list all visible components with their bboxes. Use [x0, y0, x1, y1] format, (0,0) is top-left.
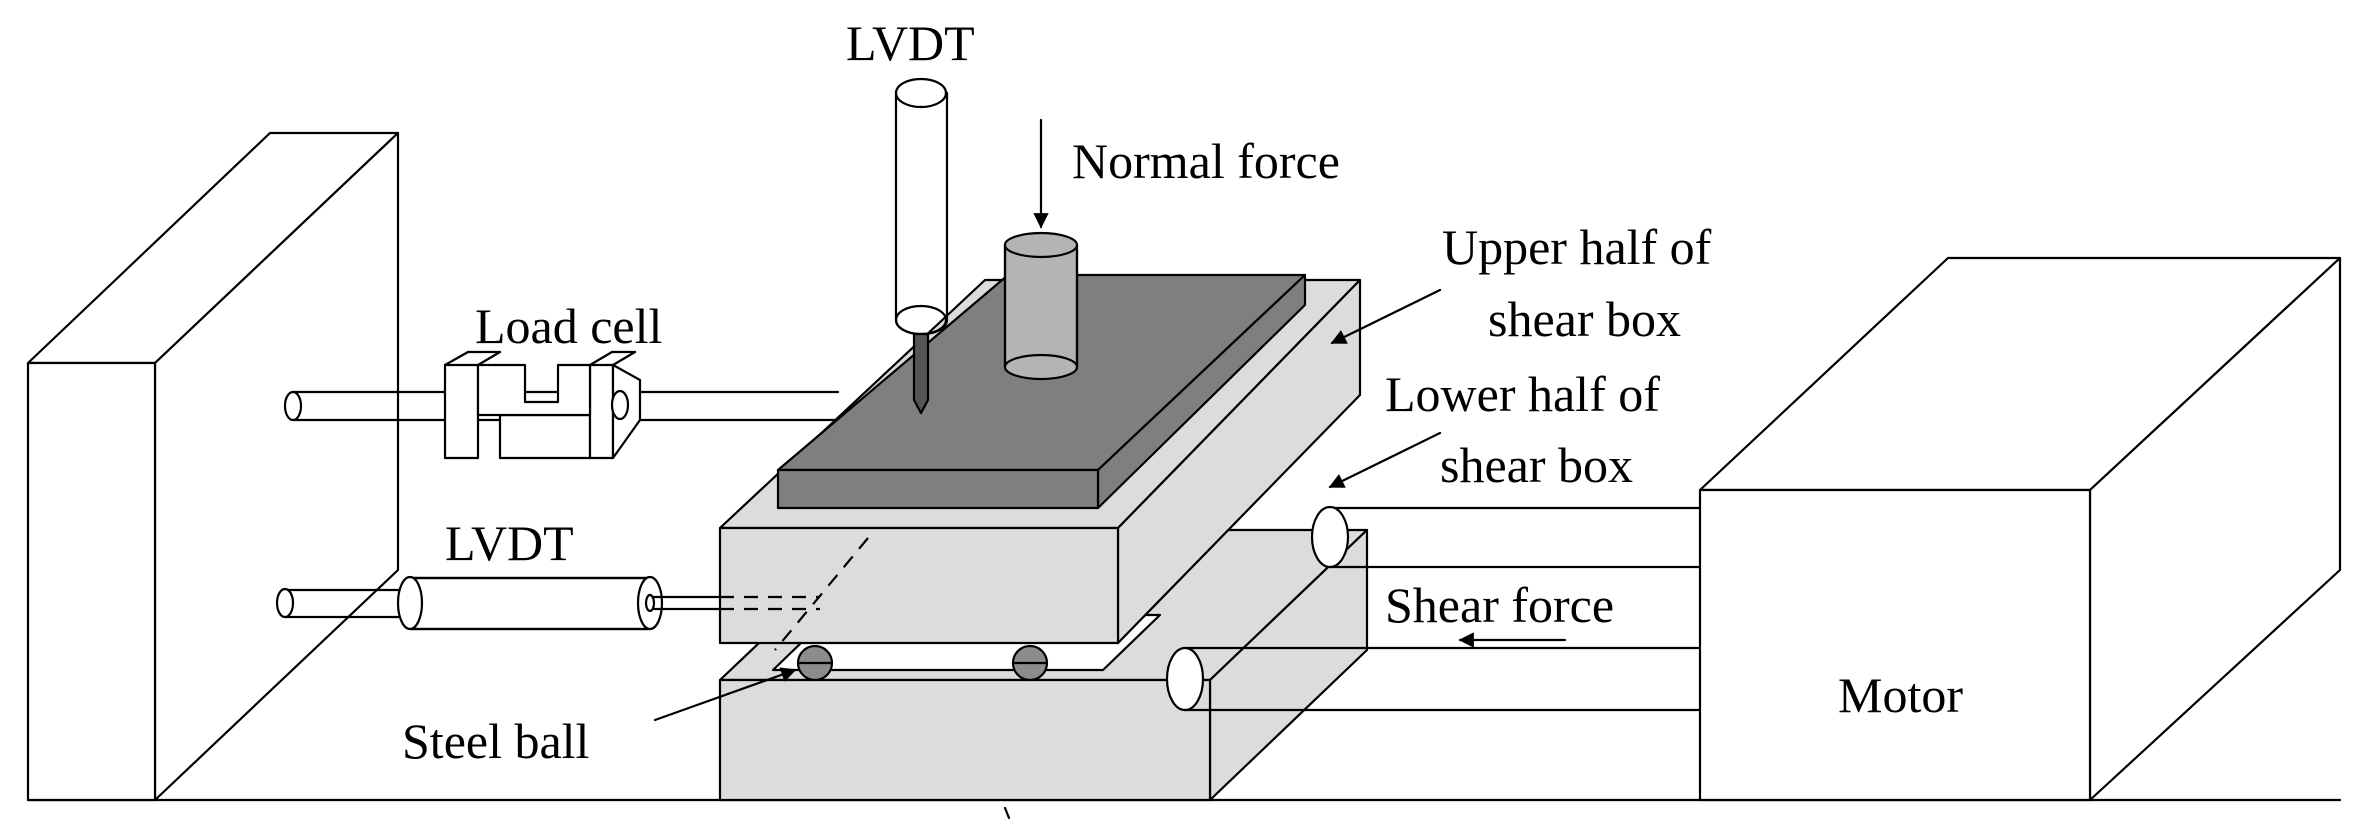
hidden-edge-dashed — [774, 537, 869, 651]
steel-ball-label: Steel ball — [402, 713, 589, 769]
lower-half-leader-arrow — [1328, 431, 1442, 489]
upper-half-leader-arrow — [1330, 288, 1442, 345]
motor-box — [1698, 256, 2342, 802]
lvdt-side-label: LVDT — [445, 515, 574, 571]
upper-motor-rod — [1310, 505, 1702, 569]
load-cell — [443, 350, 642, 460]
motor-label: Motor — [1838, 667, 1963, 723]
reaction-wall — [26, 131, 400, 802]
upper-half-label-line2: shear box — [1488, 291, 1681, 347]
loading-cylinder — [1003, 231, 1079, 381]
normal-force-label: Normal force — [1072, 133, 1340, 189]
lower-half-label-line2: shear box — [1440, 437, 1633, 493]
lvdt-top-label: LVDT — [846, 15, 975, 71]
side-lvdt — [275, 575, 820, 631]
load-cell-label: Load cell — [475, 298, 662, 354]
lower-half-label-line1: Lower half of — [1385, 366, 1660, 422]
bottom-tick — [1003, 806, 1011, 820]
shear-force-label: Shear force — [1385, 577, 1614, 633]
upper-half-label-line1: Upper half of — [1442, 219, 1712, 275]
steel-ball-leader-arrow — [653, 667, 797, 722]
steel-ball-2 — [1011, 644, 1049, 682]
steel-ball-1 — [796, 644, 834, 682]
lower-motor-rod — [1165, 646, 1702, 712]
vertical-lvdt — [894, 77, 949, 415]
